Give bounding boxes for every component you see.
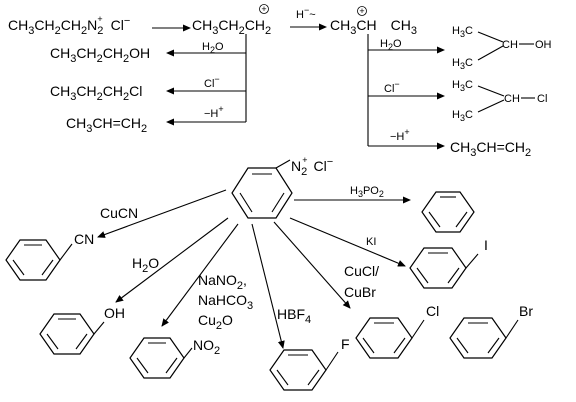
propyl-diazonium: CH3CH2CH2N2+Cl− (8, 14, 130, 37)
svg-text:OH: OH (104, 305, 125, 321)
label-h3po2: H3PO2 (350, 185, 384, 199)
svg-text:Cl: Cl (537, 93, 547, 105)
svg-text:N2+Cl−: N2+Cl− (291, 155, 333, 178)
svg-text:CN: CN (74, 231, 94, 247)
bottom-scheme: N2+Cl− H3PO2 KI I CuCl/ CuBr (5, 155, 533, 391)
benzene-ring-icon (39, 313, 95, 355)
svg-text:I: I (484, 237, 488, 253)
arrow-to-benzonitrile (97, 189, 227, 238)
svg-text:Br: Br (519, 303, 533, 319)
iodobenzene: I (409, 237, 488, 289)
benzene-ring-icon (269, 349, 327, 391)
svg-text:CH: CH (502, 39, 518, 51)
nitrobenzene: NO2 (129, 337, 220, 379)
label-cucn: CuCN (100, 205, 138, 221)
benzene-ring-icon (5, 239, 61, 281)
label-ki: KI (366, 236, 376, 248)
label-h2o-aromatic: H2O (132, 255, 159, 275)
svg-text:H3C: H3C (452, 25, 473, 39)
isopropyl-chloride: H3C H3C CH Cl (452, 79, 547, 123)
svg-text:H3C: H3C (452, 109, 473, 123)
propene-2: CH3CH=CH2 (450, 139, 531, 159)
benzene-ring-icon (421, 191, 475, 233)
svg-text:OH: OH (535, 39, 552, 51)
benzene-ring-icon (449, 317, 507, 359)
benzonitrile: CN (5, 231, 94, 281)
svg-text:CH: CH (504, 93, 520, 105)
benzene-ring-icon (355, 317, 413, 359)
primary-propyl-cation: CH3CH2CH2 (192, 17, 271, 37)
svg-text:F: F (341, 336, 350, 352)
label-nano2: NaNO2, (198, 272, 247, 292)
label-cl-secondary: Cl− (384, 79, 400, 95)
positive-charge-icon (357, 6, 367, 16)
arrow-to-nitrobenzene (161, 223, 239, 327)
bromobenzene: Br (449, 303, 533, 359)
svg-text:NO2: NO2 (193, 337, 220, 357)
label-cubr: CuBr (344, 284, 376, 300)
benzene-ring-icon (409, 247, 467, 289)
positive-charge-icon (259, 4, 269, 14)
hydride-shift-label: H−~ (296, 5, 316, 21)
isopropanol: H3C H3C CH OH (452, 25, 552, 71)
benzene-ring-icon (231, 167, 293, 219)
label-cl-primary: Cl− (204, 74, 220, 90)
propanol: CH3CH2CH2OH (50, 45, 150, 65)
svg-text:Cl: Cl (426, 303, 439, 319)
chlorobenzene: Cl (355, 303, 439, 359)
label-h2o-primary: H2O (202, 41, 224, 55)
positive-charge-sign: + (261, 4, 266, 14)
svg-text:H3C: H3C (452, 79, 473, 93)
arrow-to-iodobenzene (289, 217, 406, 267)
benzene-ring-icon (129, 337, 185, 379)
arrow-to-halobenzenes (273, 221, 351, 309)
label-nahco3: NaHCO3 (198, 292, 253, 312)
label-h2o-secondary: H2O (380, 38, 402, 52)
benzene-product (421, 191, 475, 233)
label-cucl: CuCl/ (344, 263, 379, 279)
label-cu2o: Cu2O (198, 312, 233, 332)
label-hbf4: HBF4 (277, 306, 311, 326)
svg-text:H3C: H3C (452, 57, 473, 71)
arrow-to-fluorobenzene (251, 223, 285, 349)
benzenediazonium: N2+Cl− (231, 155, 333, 219)
chloropropane: CH3CH2CH2Cl (50, 83, 142, 103)
arrow-to-phenol (115, 217, 229, 303)
propene: CH3CH=CH2 (66, 115, 147, 135)
label-minus-h-secondary: −H+ (390, 127, 410, 143)
positive-charge-sign: + (359, 6, 364, 16)
fluorobenzene: F (269, 336, 350, 391)
label-minus-h-primary: −H+ (204, 104, 224, 120)
phenol: OH (39, 305, 125, 355)
